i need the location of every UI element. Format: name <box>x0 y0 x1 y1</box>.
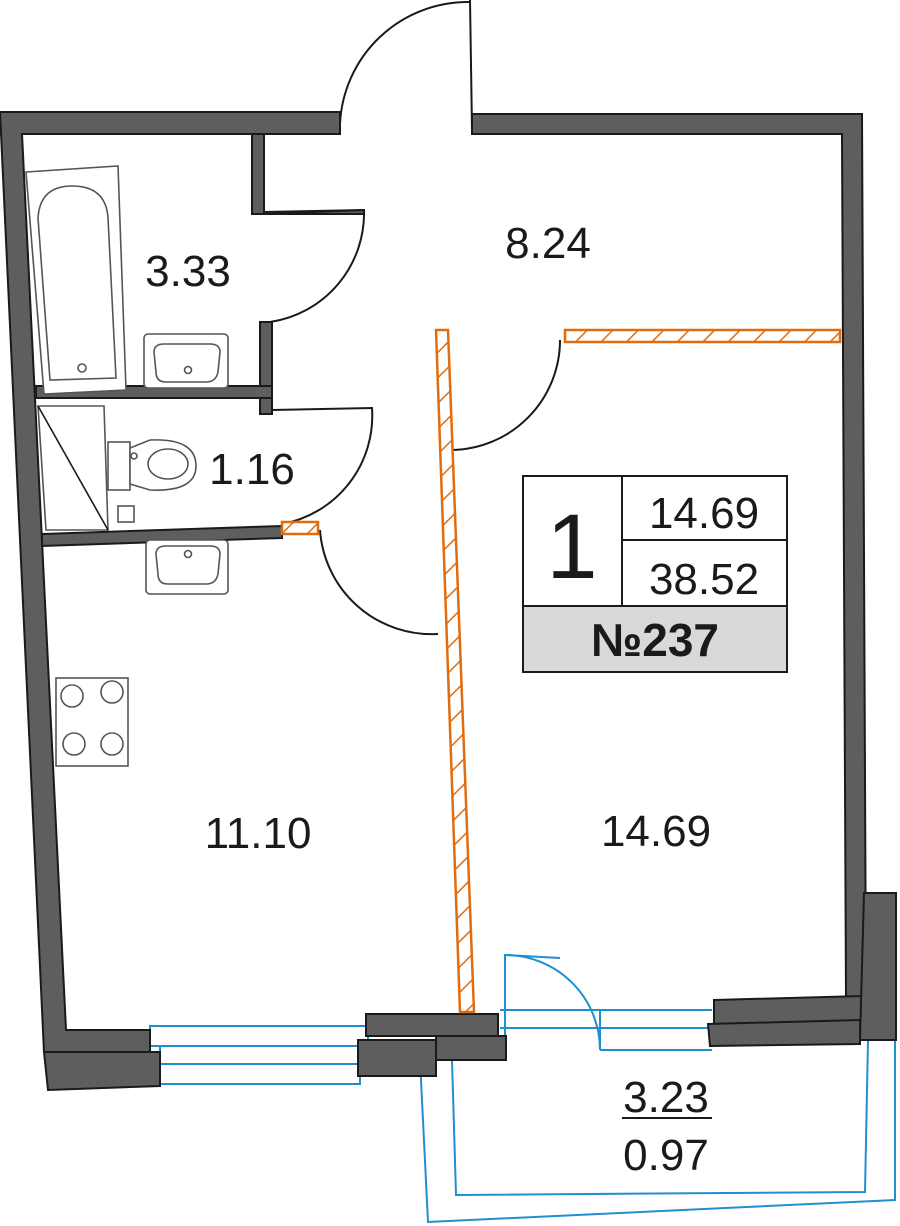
partitions <box>280 328 842 1014</box>
info-total-area: 38.52 <box>649 555 759 604</box>
kitchen-area-label: 11.10 <box>205 809 312 858</box>
toilet-area-label: 1.16 <box>209 445 295 494</box>
apartment-number: №237 <box>591 614 719 666</box>
apartment-info-box: 1 14.69 38.52 №237 <box>522 475 788 673</box>
balcony-area-reduced: 0.97 <box>623 1131 709 1180</box>
washbasin-bathroom <box>143 333 229 389</box>
washbasin-kitchen <box>145 539 229 595</box>
window-glazing-bottom <box>149 1025 369 1085</box>
shower <box>37 405 135 531</box>
bathroom-area-label: 3.33 <box>145 247 231 296</box>
toilet <box>107 439 197 491</box>
exterior-walls <box>0 111 897 1092</box>
balcony-area: 3.23 0.97 <box>622 1073 712 1180</box>
info-living-area: 14.69 <box>649 489 759 538</box>
cooktop <box>55 677 129 767</box>
balcony-area-total: 3.23 <box>623 1073 709 1122</box>
living-room-area-label: 14.69 <box>601 807 711 856</box>
rooms-count: 1 <box>546 496 597 598</box>
hall-area-label: 8.24 <box>505 219 591 268</box>
bathtub <box>25 165 127 395</box>
doors <box>263 0 561 636</box>
